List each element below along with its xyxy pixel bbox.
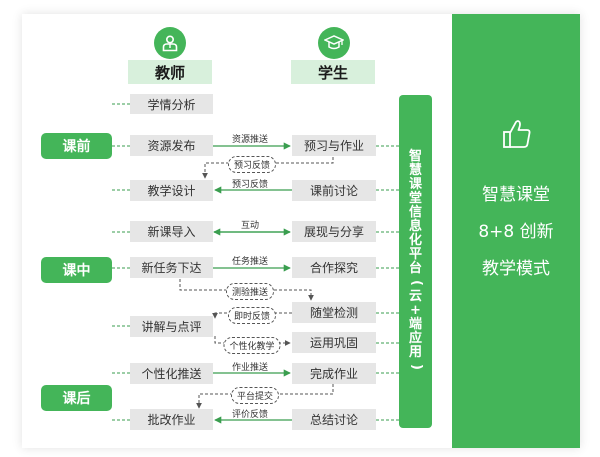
- student-step-cooperative-inquiry: 合作探究: [292, 257, 376, 278]
- label-interaction: 互动: [240, 221, 260, 231]
- student-step-complete-homework: 完成作业: [292, 363, 376, 384]
- graduation-cap-icon: [318, 27, 350, 59]
- platform-char: 台: [408, 260, 422, 276]
- teacher-step-teaching-design: 教学设计: [130, 180, 213, 201]
- student-step-present-share: 展现与分享: [292, 221, 376, 242]
- label-evaluation-feedback: 评价反馈: [231, 410, 269, 420]
- platform-char: 化: [408, 232, 422, 248]
- label-instant-feedback: 即时反馈: [227, 307, 277, 324]
- platform-char: 云: [408, 288, 422, 304]
- student-step-apply-consolidate: 运用巩固: [292, 332, 376, 353]
- platform-char: 慧: [408, 162, 422, 178]
- student-step-in-class-quiz: 随堂检测: [292, 302, 376, 323]
- platform-char: 平: [408, 246, 422, 262]
- student-step-pre-class-discussion: 课前讨论: [292, 180, 376, 201]
- label-preview-feedback-loop: 预习反馈: [227, 156, 277, 173]
- platform-char: 端: [408, 316, 422, 332]
- panel-line-3: 教学模式: [482, 259, 550, 279]
- platform-bar: 智 慧 课 堂 信 息 化 平 台 ( 云 + 端 应 用 ): [399, 95, 432, 428]
- label-homework-push: 作业推送: [231, 363, 269, 373]
- platform-char: (: [408, 279, 424, 286]
- summary-panel: 智慧课堂 8+8 创新 教学模式: [452, 14, 580, 448]
- teacher-step-grade-homework: 批改作业: [130, 409, 213, 430]
- platform-char: 用: [408, 344, 422, 360]
- panel-line-2: 8+8 创新: [478, 222, 554, 242]
- teacher-icon: [154, 27, 186, 59]
- teacher-step-new-task: 新任务下达: [130, 257, 213, 278]
- phase-post-class: 课后: [41, 385, 112, 411]
- label-preview-feedback: 预习反馈: [231, 180, 269, 190]
- panel-line-1: 智慧课堂: [482, 185, 550, 205]
- teacher-step-lesson-intro: 新课导入: [130, 221, 213, 242]
- teacher-step-personalized-push: 个性化推送: [130, 363, 213, 384]
- platform-char: 息: [408, 218, 422, 234]
- platform-char: 智: [408, 148, 422, 164]
- thumbs-up-icon: [502, 118, 532, 150]
- platform-char: 堂: [408, 190, 422, 206]
- student-header: 学生: [291, 60, 375, 84]
- label-personalized-teaching: 个性化教学: [223, 337, 281, 354]
- label-quiz-push: 测验推送: [225, 283, 275, 300]
- teacher-header: 教师: [128, 60, 212, 84]
- platform-char: 应: [408, 330, 422, 346]
- platform-char: +: [410, 302, 421, 318]
- label-task-push: 任务推送: [231, 257, 269, 267]
- teacher-step-explain-comment: 讲解与点评: [130, 316, 213, 337]
- label-platform-submit: 平台提交: [230, 387, 280, 404]
- phase-pre-class: 课前: [41, 133, 112, 159]
- platform-char: 信: [408, 204, 422, 220]
- platform-char: ): [408, 363, 424, 370]
- platform-char: 课: [408, 176, 422, 192]
- label-resource-push: 资源推送: [231, 135, 269, 145]
- teacher-step-learning-analysis: 学情分析: [130, 94, 213, 114]
- teacher-step-resource-release: 资源发布: [130, 135, 213, 156]
- phase-in-class: 课中: [41, 257, 112, 283]
- student-step-preview-homework: 预习与作业: [292, 135, 376, 156]
- student-step-summary-discussion: 总结讨论: [292, 409, 376, 430]
